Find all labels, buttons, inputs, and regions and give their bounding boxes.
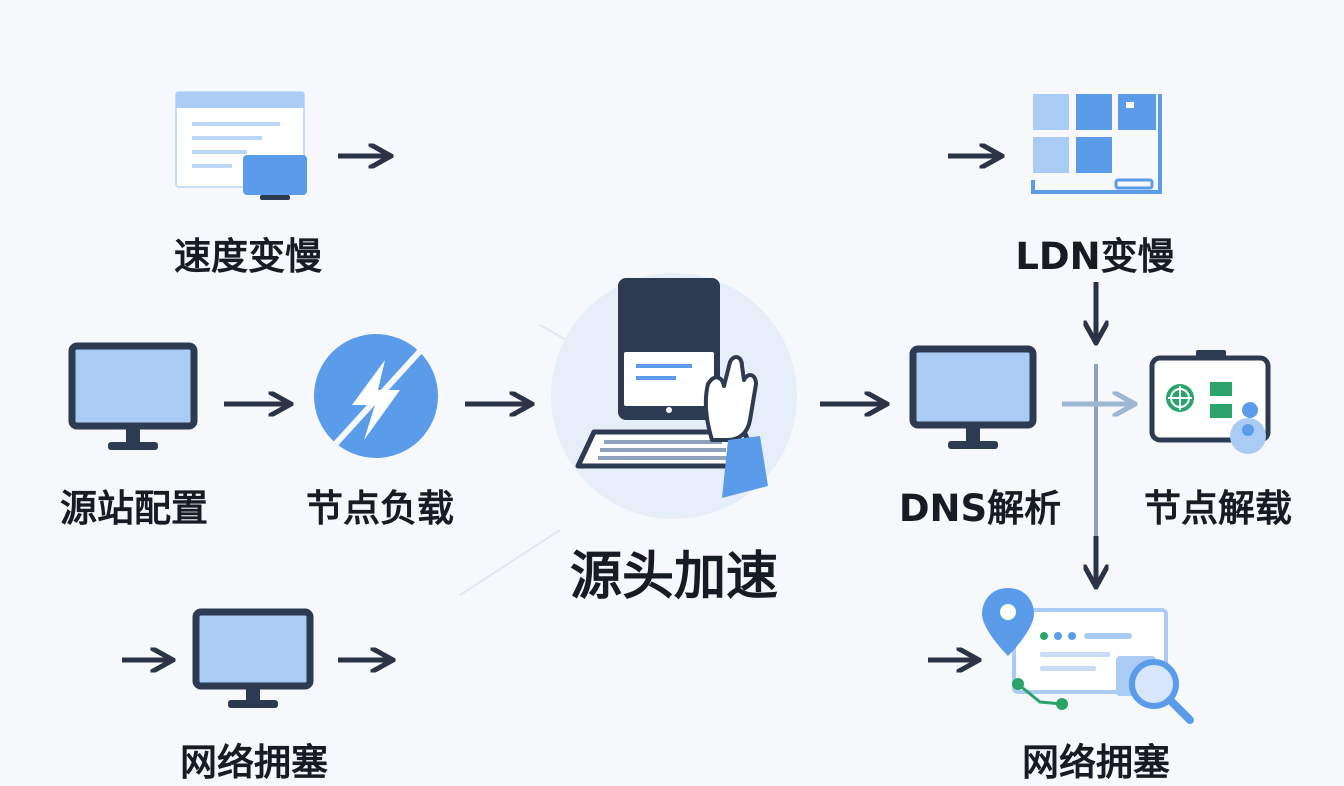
- label-bottom-right: 网络拥塞: [1022, 741, 1170, 784]
- label-speed-slow: 速度变慢: [174, 235, 322, 278]
- monitor-icon: [192, 608, 314, 708]
- monitor-icon: [909, 345, 1037, 449]
- map-pin-search-icon: [982, 588, 1194, 724]
- label-cdn-slow: LDN变慢: [1015, 235, 1175, 278]
- label-source-accel: 源头加速: [569, 547, 778, 607]
- lightning-bolt-icon: [314, 334, 438, 458]
- network-dashboard-icon: [1149, 350, 1271, 454]
- flow-diagram: [68, 91, 1271, 724]
- browser-window-icon: [175, 91, 307, 200]
- grid-dashboard-icon: [1031, 94, 1162, 194]
- monitor-icon: [68, 342, 198, 450]
- label-node-load: 节点负载: [306, 487, 454, 530]
- label-origin-config: 源站配置: [60, 487, 208, 530]
- label-bottom-left: 网络拥塞: [180, 741, 328, 784]
- tablet-keyboard-hand-icon: [551, 273, 797, 519]
- label-dns-resolve: DNS解析: [898, 487, 1062, 530]
- label-node-unload: 节点解载: [1144, 487, 1292, 530]
- decor-line: [459, 529, 561, 596]
